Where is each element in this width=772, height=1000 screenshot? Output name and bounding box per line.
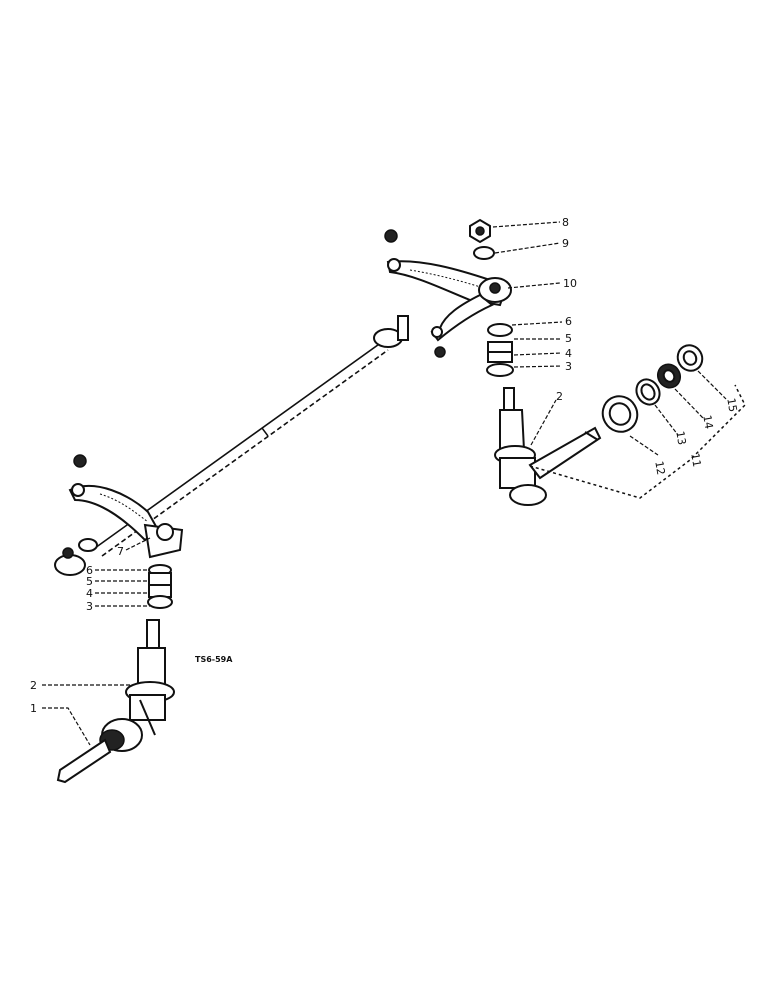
callout-4-right: 4 [565, 347, 572, 360]
bushing-stack-left [147, 564, 173, 609]
callout-6-left: 6 [86, 564, 93, 577]
callout-3-left: 3 [86, 600, 93, 613]
callout-14: 14 [700, 414, 715, 430]
nut-right-arm [384, 229, 398, 243]
callout-10: 10 [563, 277, 577, 290]
callout-5-right: 5 [565, 332, 572, 345]
callout-4-left: 4 [86, 587, 93, 600]
leader-lines [42, 221, 746, 746]
callout-2-left: 2 [30, 679, 37, 692]
tie-rod-end-left [54, 538, 98, 576]
bushing-stack-right [486, 323, 514, 377]
callout-7: 7 [117, 545, 124, 558]
stub-axle-left [56, 619, 175, 784]
callout-2-right: 2 [556, 390, 563, 403]
callout-13: 13 [673, 430, 688, 446]
bearing-cup-12 [601, 395, 639, 433]
steering-arm-left [68, 483, 184, 559]
callout-11: 11 [688, 452, 703, 468]
stub-axle-right [494, 387, 602, 506]
callout-1: 1 [30, 702, 37, 715]
callout-5-left: 5 [86, 575, 93, 588]
nut-8 [469, 218, 491, 244]
bearing-cone-14 [656, 363, 682, 389]
callout-8: 8 [562, 216, 569, 229]
tie-rod-end-right [373, 315, 409, 348]
seal-13 [635, 378, 661, 406]
callout-9: 9 [562, 237, 569, 250]
callout-15: 15 [724, 397, 739, 413]
nut-right-joint [434, 346, 446, 358]
callout-6-right: 6 [565, 315, 572, 328]
callout-12: 12 [652, 460, 667, 476]
figure-code: TS6-59A [195, 655, 233, 664]
bearing-cup-15 [676, 344, 704, 372]
steering-arm-right [386, 258, 512, 342]
nut-left-arm [73, 454, 87, 468]
callout-3-right: 3 [565, 360, 572, 373]
washer-9 [473, 246, 495, 260]
callout-labels: 8 9 10 6 5 4 3 2 12 11 13 14 15 7 6 5 4 … [30, 216, 739, 715]
